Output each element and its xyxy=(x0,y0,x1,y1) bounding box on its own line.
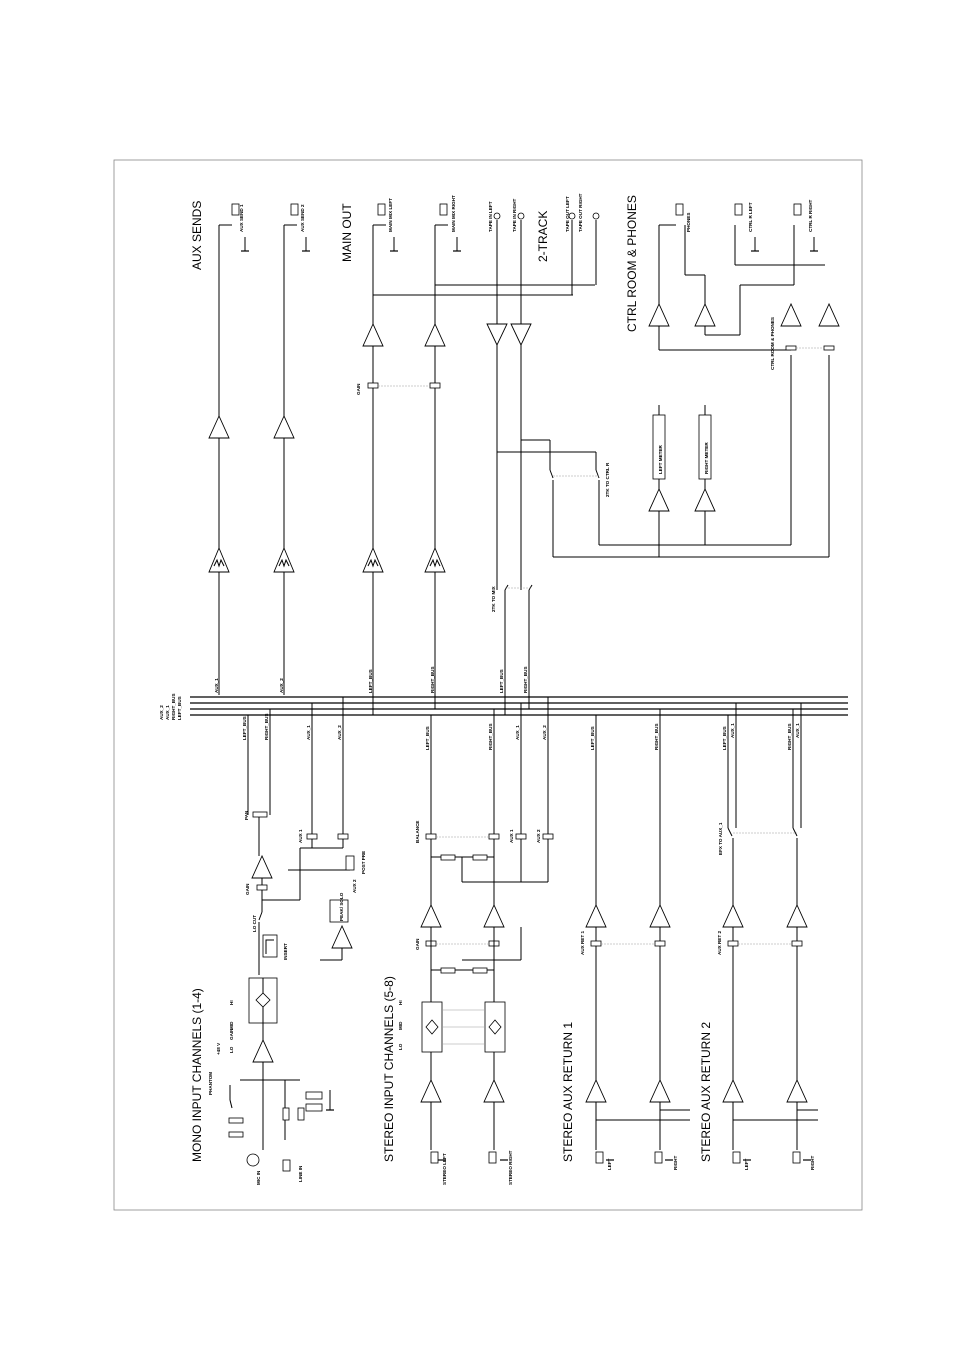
label-hi-stereo: HI xyxy=(398,1000,403,1005)
label-mid-stereo: MID xyxy=(398,1021,403,1030)
tap-left-bus-ret1: LEFT_BUS xyxy=(590,726,595,750)
label-tape-in-right: TAPE IN RIGHT xyxy=(512,198,517,232)
header-main-out: MAIN OUT xyxy=(340,203,354,262)
tap-right-bus-stereo: RIGHT_BUS xyxy=(488,723,493,750)
main-out-chains xyxy=(362,203,595,715)
tap-right-bus-2tk: RIGHT_BUS xyxy=(523,666,528,693)
label-right-ret1: RIGHT xyxy=(673,1156,678,1170)
label-aux2-stereo: AUX 2 xyxy=(536,829,541,843)
stereo-input-chain xyxy=(420,697,554,1164)
tap-aux1-stereo: AUX_1 xyxy=(515,725,520,740)
tap-aux1-ret2-right: AUX_1 xyxy=(795,723,800,738)
label-gain-mono: GAIN xyxy=(245,883,250,895)
label-lo-stereo: LO xyxy=(398,1043,403,1050)
label-balance: BALANCE xyxy=(415,821,420,843)
label-2tk-to-ctrl-r: 2TK TO CTRL R xyxy=(605,462,610,497)
label-aux2-mono: AUX 2 xyxy=(352,879,357,893)
label-48v: +48 V xyxy=(216,1042,221,1055)
label-right-ret2: RIGHT xyxy=(810,1156,815,1170)
tap-aux2-mono: AUX_2 xyxy=(337,725,342,740)
label-gain-main: GAIN xyxy=(356,383,361,395)
label-main-mix-left: MAIN MIX LEFT xyxy=(388,198,393,232)
header-mono-input: MONO INPUT CHANNELS (1-4) xyxy=(190,988,204,1162)
tap-aux1-mono: AUX_1 xyxy=(306,725,311,740)
label-efx-to-aux1: EFX TO AUX_1 xyxy=(718,822,723,855)
label-hi-mono: HI xyxy=(229,1000,234,1005)
ground-symbols xyxy=(326,1109,811,1161)
label-lo-cut: LO CUT xyxy=(252,915,257,932)
tap-left-bus-top: LEFT_BUS xyxy=(368,669,373,693)
label-aux1-stereo: AUX 1 xyxy=(509,829,514,843)
bus-label-left: LEFT_BUS xyxy=(177,696,182,720)
tap-left-bus-stereo: LEFT_BUS xyxy=(425,726,430,750)
label-pan: PAN xyxy=(244,810,249,820)
bus-label-aux2: AUX_2 xyxy=(159,705,164,720)
header-aux-return-1: STEREO AUX RETURN 1 xyxy=(561,1022,575,1162)
label-stereo-right: STEREO RIGHT xyxy=(508,1150,513,1185)
label-aux-send-1: AUX SEND 1 xyxy=(239,204,244,232)
aux-return-2-chain xyxy=(722,703,818,1164)
label-aux-ret-1: AUX RET 1 xyxy=(580,931,585,955)
label-insert: INSERT xyxy=(283,943,288,960)
tap-aux2-stereo: AUX_2 xyxy=(542,725,547,740)
label-mic-in: MIC IN xyxy=(256,1170,261,1185)
label-mid-mono: MID xyxy=(229,1021,234,1030)
label-tape-out-left: TAPE OUT LEFT xyxy=(565,196,570,232)
bus-label-aux1: AUX_1 xyxy=(165,705,170,720)
header-aux-return-2: STEREO AUX RETURN 2 xyxy=(699,1022,713,1162)
mono-input-chain xyxy=(228,697,355,1172)
diagram-frame xyxy=(113,159,863,1211)
tap-aux1-ret2-left: AUX_1 xyxy=(730,723,735,738)
aux-send-chains xyxy=(208,203,310,695)
two-track-chains xyxy=(486,212,600,715)
tap-right-bus-ret2: RIGHT_BUS xyxy=(787,723,792,750)
aux-return-1-chain xyxy=(585,709,690,1164)
tap-right-bus-top: RIGHT_BUS xyxy=(430,666,435,693)
label-phones: PHONES xyxy=(686,213,691,232)
label-left-ret1: LEFT xyxy=(607,1158,612,1170)
header-2-track: 2-TRACK xyxy=(536,211,550,262)
tap-aux2-top: AUX_2 xyxy=(279,678,284,693)
label-left-meter: LEFT METER xyxy=(658,444,663,474)
bus-label-right: RIGHT_BUS xyxy=(171,693,176,720)
label-line-in: LINE IN xyxy=(298,1165,303,1182)
tap-left-bus-mono: LEFT_BUS xyxy=(242,716,247,740)
tap-aux1-top: AUX_1 xyxy=(214,678,219,693)
label-post-pre: POST PRE xyxy=(361,851,366,874)
header-ctrl-room: CTRL ROOM & PHONES xyxy=(625,195,639,332)
label-stereo-left: STEREO LEFT xyxy=(442,1153,447,1185)
tap-right-bus-mono: RIGHT_BUS xyxy=(264,713,269,740)
label-tape-out-right: TAPE OUT RIGHT xyxy=(578,193,583,232)
label-aux-send-2: AUX SEND 2 xyxy=(300,204,305,232)
header-aux-sends: AUX SENDS xyxy=(190,201,204,270)
ctrl-room-chains xyxy=(553,203,840,558)
header-stereo-input: STEREO INPUT CHANNELS (5-8) xyxy=(382,976,396,1162)
section-headers: AUX SENDS MAIN OUT 2-TRACK CTRL ROOM & P… xyxy=(190,195,713,1162)
label-ctrl-room-phones: CTRL ROOM & PHONES xyxy=(770,317,775,370)
tap-right-bus-ret1: RIGHT_BUS xyxy=(654,723,659,750)
bus-lines xyxy=(190,696,848,716)
label-main-mix-right: MAIN MIX RIGHT xyxy=(451,195,456,232)
label-left-ret2: LEFT xyxy=(744,1158,749,1170)
label-2tk-to-mix: 2TK TO MIX xyxy=(491,585,496,612)
bus-labels: AUX_2 AUX_1 RIGHT_BUS LEFT_BUS xyxy=(159,693,182,720)
label-aux1-mono: AUX 1 xyxy=(298,829,303,843)
tap-left-bus-2tk: LEFT_BUS xyxy=(499,669,504,693)
label-phantom: PHANTOM xyxy=(208,1072,213,1095)
label-ctrl-r-right: CTRL R RIGHT xyxy=(808,199,813,232)
label-gain-trim: GAIN xyxy=(229,1028,234,1040)
label-aux-ret-2: AUX RET 2 xyxy=(717,931,722,955)
label-gain-stereo: GAIN xyxy=(415,938,420,950)
label-right-meter: RIGHT METER xyxy=(704,442,709,474)
tap-left-bus-ret2: LEFT_BUS xyxy=(722,726,727,750)
label-lo-mono: LO xyxy=(229,1046,234,1053)
label-peak-solo: PEAK/ SOLO xyxy=(339,892,344,921)
label-ctrl-r-left: CTRL R LEFT xyxy=(748,202,753,232)
label-tape-in-left: TAPE IN LEFT xyxy=(488,201,493,232)
